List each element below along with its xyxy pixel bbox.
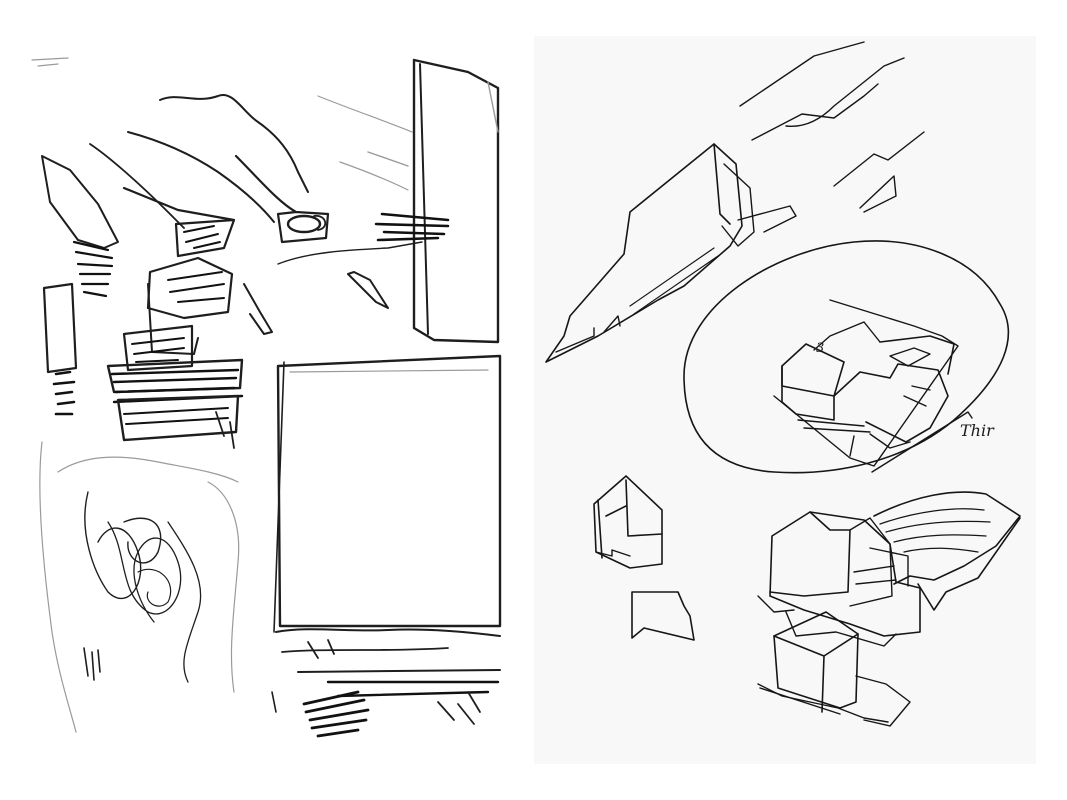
site-boundary-oval	[683, 240, 1010, 474]
large-rectangle	[273, 354, 502, 633]
diagonal-stroke	[243, 283, 273, 335]
right-sketch-drawing: 3 Thir	[545, 41, 1021, 727]
prism-block-right	[234, 154, 330, 244]
main-building-cluster	[757, 491, 1021, 647]
angled-block-left	[41, 155, 119, 298]
stepped-linear-building	[545, 143, 797, 363]
bottom-base-strokes	[271, 628, 501, 738]
right-pen-sketch: 3 Thir	[534, 36, 1036, 764]
floor-plane-square	[631, 591, 695, 641]
stacked-blocks	[106, 256, 244, 449]
tall-tower	[367, 58, 500, 344]
wedge-fragment	[347, 271, 389, 309]
left-sketch-drawing	[31, 57, 502, 738]
left-pencil-sketch	[28, 52, 506, 748]
block-label: 3	[816, 341, 824, 356]
lower-building-block	[757, 611, 911, 727]
prism-block-middle	[122, 186, 236, 258]
small-box-block	[593, 475, 663, 569]
smudge-marks	[31, 57, 69, 67]
terrain-lines	[89, 94, 423, 265]
handwritten-annotation: Thir	[871, 411, 995, 473]
road-lines	[739, 41, 925, 213]
scribble-area	[39, 441, 240, 733]
annotation-note: Thir	[960, 421, 995, 440]
central-complex: 3	[773, 299, 959, 467]
left-vertical-bar	[42, 282, 78, 416]
